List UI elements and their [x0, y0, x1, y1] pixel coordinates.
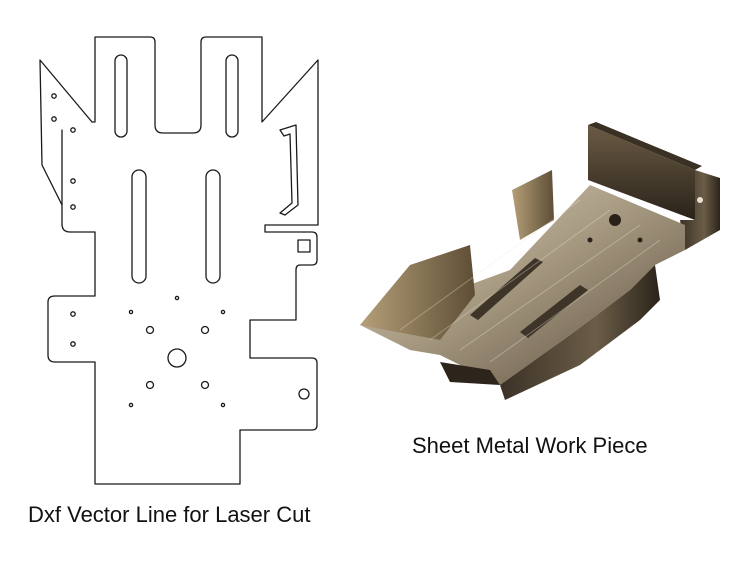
dxf-hole	[51, 116, 57, 122]
dxf-hole	[145, 325, 155, 335]
dxf-hole	[51, 93, 57, 99]
dxf-center-hole	[167, 348, 187, 368]
dxf-hole	[174, 295, 180, 301]
dxf-hole	[70, 178, 76, 184]
dxf-hole	[145, 380, 155, 390]
dxf-slot	[131, 169, 147, 284]
back-wall	[588, 125, 695, 220]
right-wall	[680, 170, 720, 250]
dxf-outline-drawing	[39, 36, 319, 485]
lower-lip	[440, 362, 500, 385]
dxf-hole	[298, 388, 310, 400]
base-hole	[609, 214, 621, 226]
dxf-hole	[220, 309, 226, 315]
brushed-texture	[399, 199, 661, 363]
dxf-outer-contour	[39, 36, 319, 485]
dxf-slot	[205, 169, 221, 284]
dxf-hole	[128, 309, 134, 315]
dxf-hole	[70, 311, 76, 317]
front-flange	[500, 265, 660, 400]
dxf-caption: Dxf Vector Line for Laser Cut	[28, 502, 311, 527]
dxf-slot	[225, 54, 239, 138]
render-caption: Sheet Metal Work Piece	[412, 433, 648, 458]
dxf-drawing-panel: Dxf Vector Line for Laser Cut	[0, 0, 360, 562]
sheet-metal-render	[360, 122, 720, 400]
dxf-hole	[200, 325, 210, 335]
back-wall-lip	[588, 122, 702, 170]
base-hole	[637, 237, 643, 243]
left-tab	[360, 245, 475, 340]
dxf-hole	[220, 402, 226, 408]
dxf-hole	[128, 402, 134, 408]
sheet-metal-render-panel	[340, 100, 750, 420]
dxf-hook-slot	[279, 124, 299, 216]
dxf-outline-group	[39, 36, 319, 485]
dxf-hole	[70, 341, 76, 347]
dxf-slot	[114, 54, 128, 138]
base-slot	[470, 258, 543, 320]
dxf-hole	[70, 204, 76, 210]
base-hole	[587, 237, 593, 243]
dxf-hole	[200, 380, 210, 390]
base-slot	[520, 285, 588, 338]
middle-tab	[512, 170, 554, 240]
base-hole	[697, 197, 703, 203]
dxf-hole	[70, 127, 76, 133]
dxf-square-cutout	[297, 239, 311, 253]
